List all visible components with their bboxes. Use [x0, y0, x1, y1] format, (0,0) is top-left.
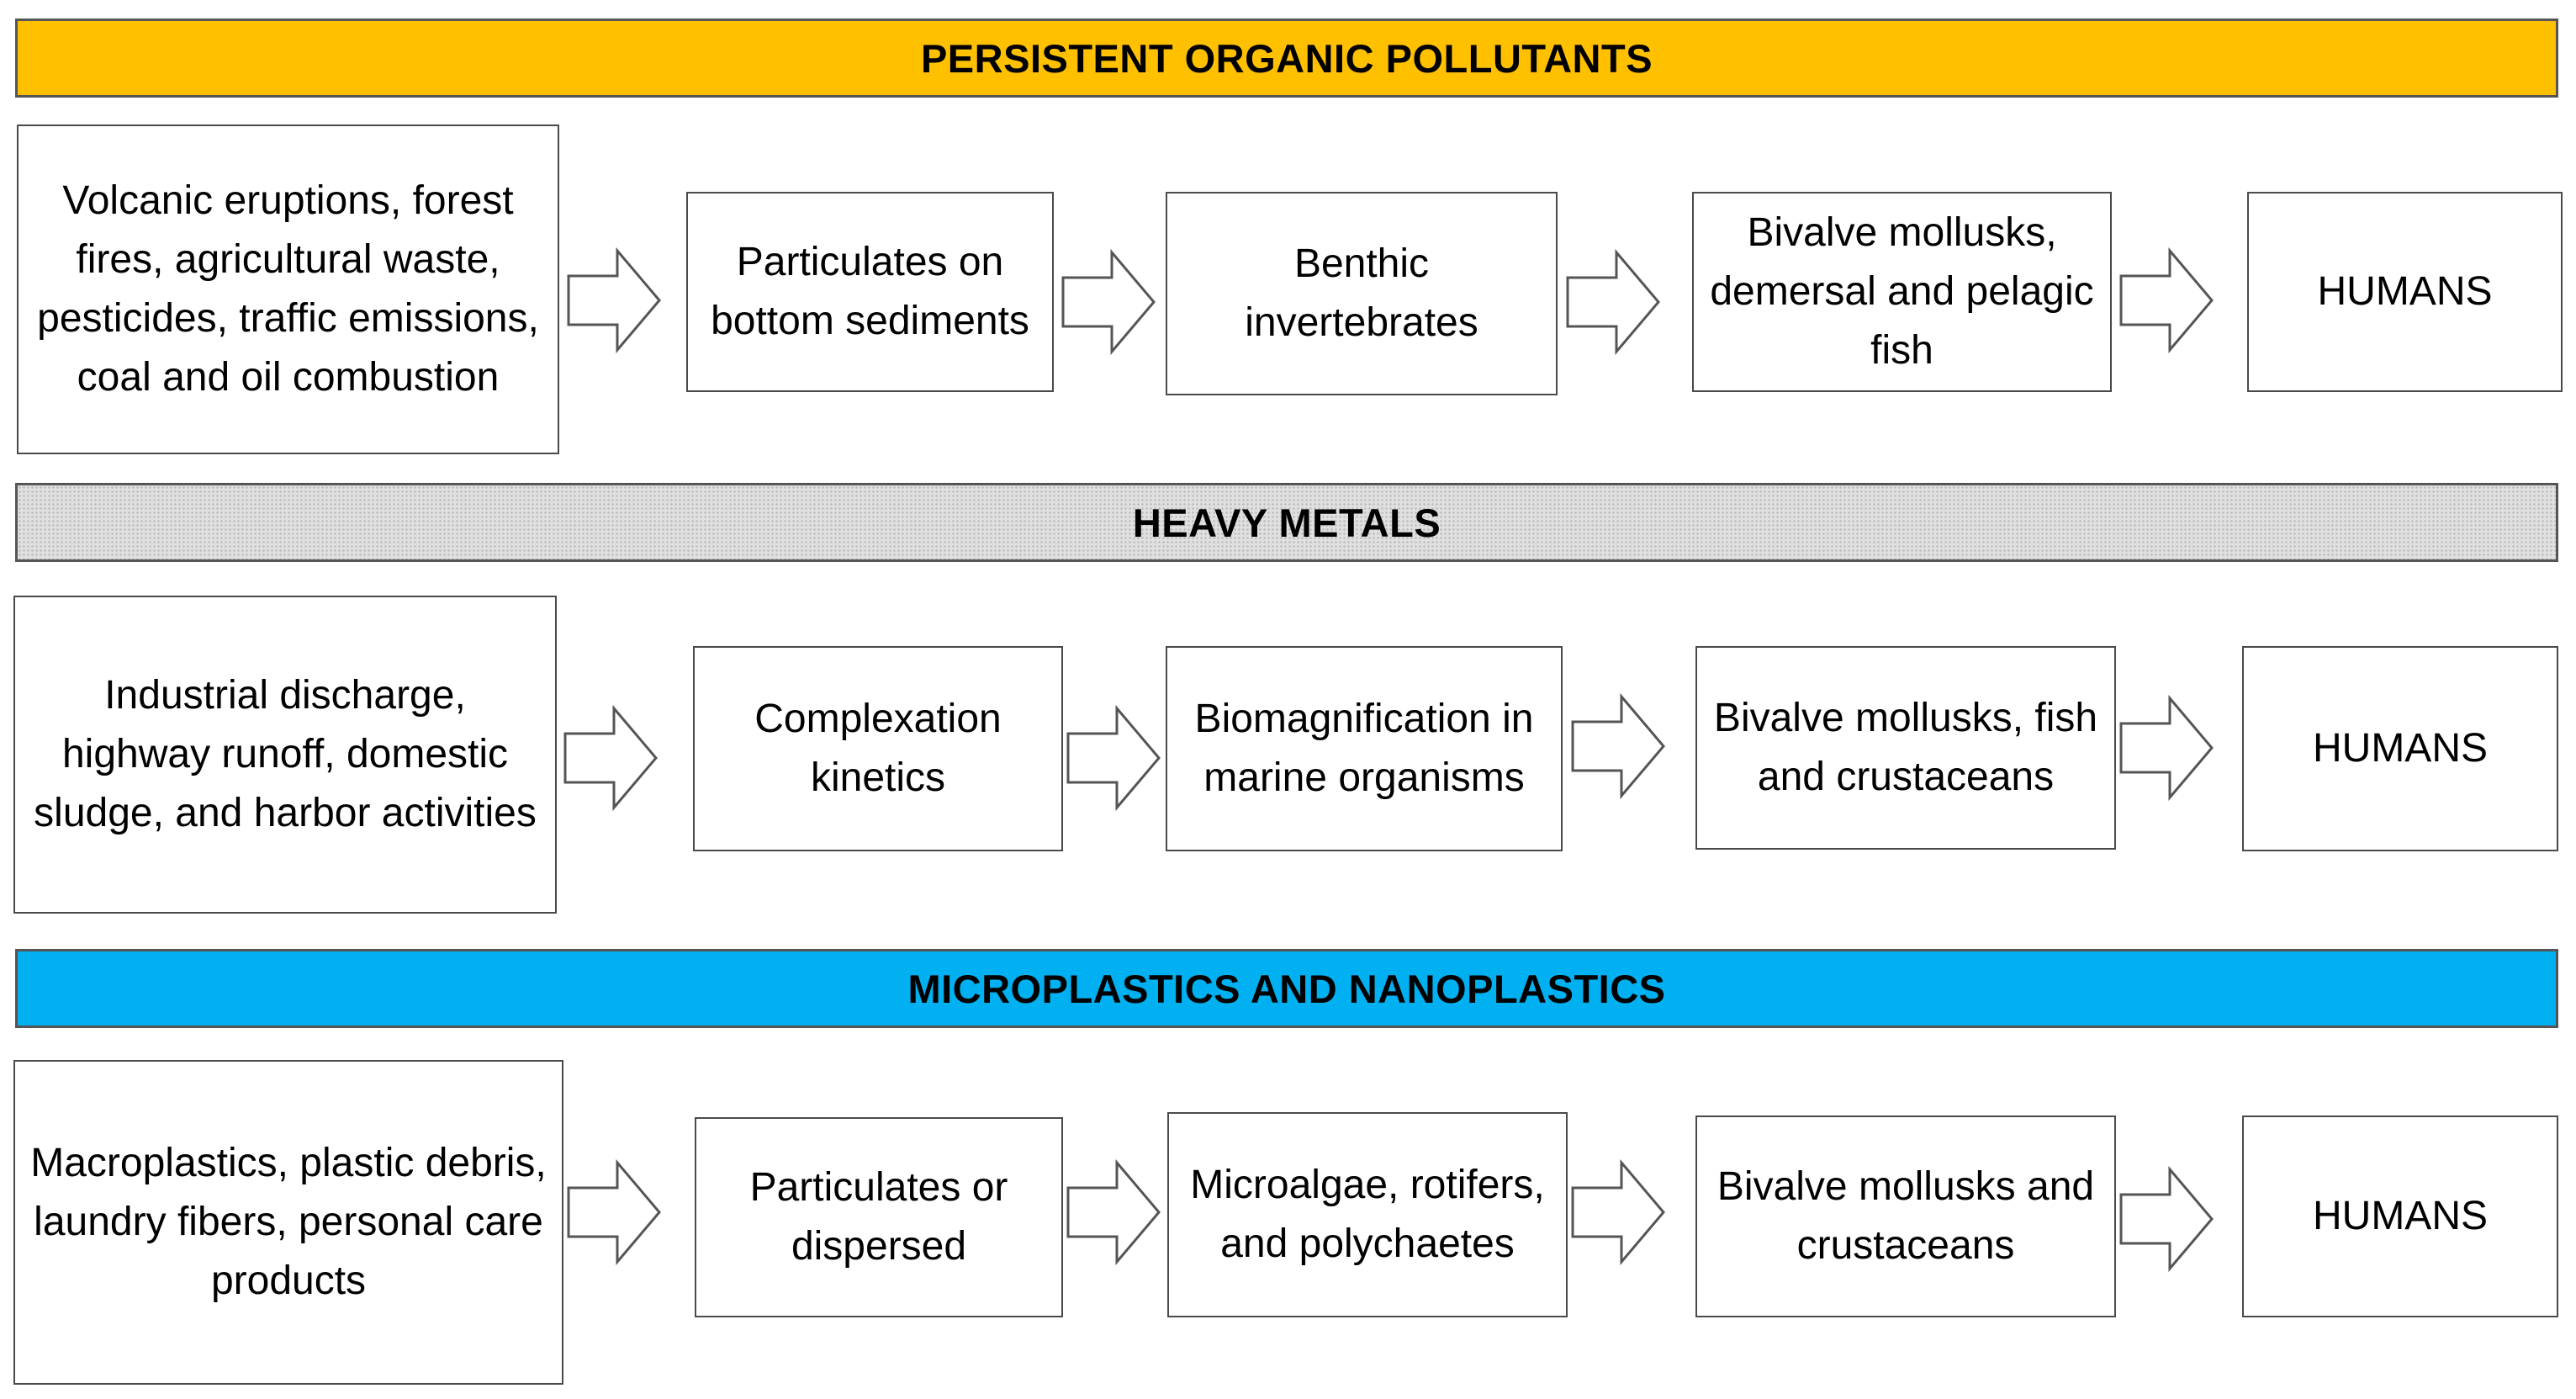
- hm-step-bivalve-box: Bivalve mollusks, fish and crustaceans: [1695, 646, 2116, 850]
- hm-source-box: Industrial discharge, highway runoff, do…: [13, 596, 557, 914]
- mp-step-bivalve-box: Bivalve mollusks and crustaceans: [1695, 1115, 2116, 1317]
- hm-arrow-4: [2118, 695, 2215, 801]
- mp-arrow-2: [1065, 1159, 1162, 1265]
- pop-arrow-2: [1060, 249, 1157, 355]
- pop-step-sediments-box: Particulates on bottom sediments: [686, 192, 1054, 392]
- hm-step-biomagnification-box: Biomagnification in marine organisms: [1166, 646, 1563, 851]
- pop-step-bivalve-box: Bivalve mollusks, demersal and pelagic f…: [1692, 192, 2112, 392]
- mp-arrow-4: [2118, 1166, 2215, 1272]
- pop-source-box: Volcanic eruptions, forest fires, agricu…: [17, 125, 559, 454]
- pop-arrow-1: [565, 247, 663, 353]
- pop-step-benthic-box: Benthic invertebrates: [1166, 192, 1558, 395]
- hm-arrow-3: [1569, 693, 1667, 799]
- pop-arrow-3: [1564, 249, 1662, 355]
- hm-arrow-1: [562, 705, 659, 811]
- pop-humans-box: HUMANS: [2247, 192, 2563, 392]
- mp-step-microalgae-box: Microalgae, rotifers, and polychaetes: [1167, 1112, 1568, 1317]
- mp-step-dispersed-box: Particulates or dispersed: [695, 1117, 1063, 1317]
- hm-humans-box: HUMANS: [2242, 646, 2558, 851]
- hm-step-complexation-box: Complexation kinetics: [693, 646, 1063, 851]
- mp-arrow-1: [565, 1159, 663, 1265]
- section-header-heavy-metals: HEAVY METALS: [15, 483, 2558, 562]
- mp-source-box: Macroplastics, plastic debris, laundry f…: [13, 1060, 563, 1385]
- mp-humans-box: HUMANS: [2242, 1115, 2558, 1317]
- mp-arrow-3: [1569, 1159, 1667, 1265]
- section-header-persistent-organic-pollutants: PERSISTENT ORGANIC POLLUTANTS: [15, 19, 2558, 98]
- section-header-microplastics-nanoplastics: MICROPLASTICS AND NANOPLASTICS: [15, 949, 2558, 1028]
- hm-arrow-2: [1065, 705, 1162, 811]
- pop-arrow-4: [2118, 247, 2215, 353]
